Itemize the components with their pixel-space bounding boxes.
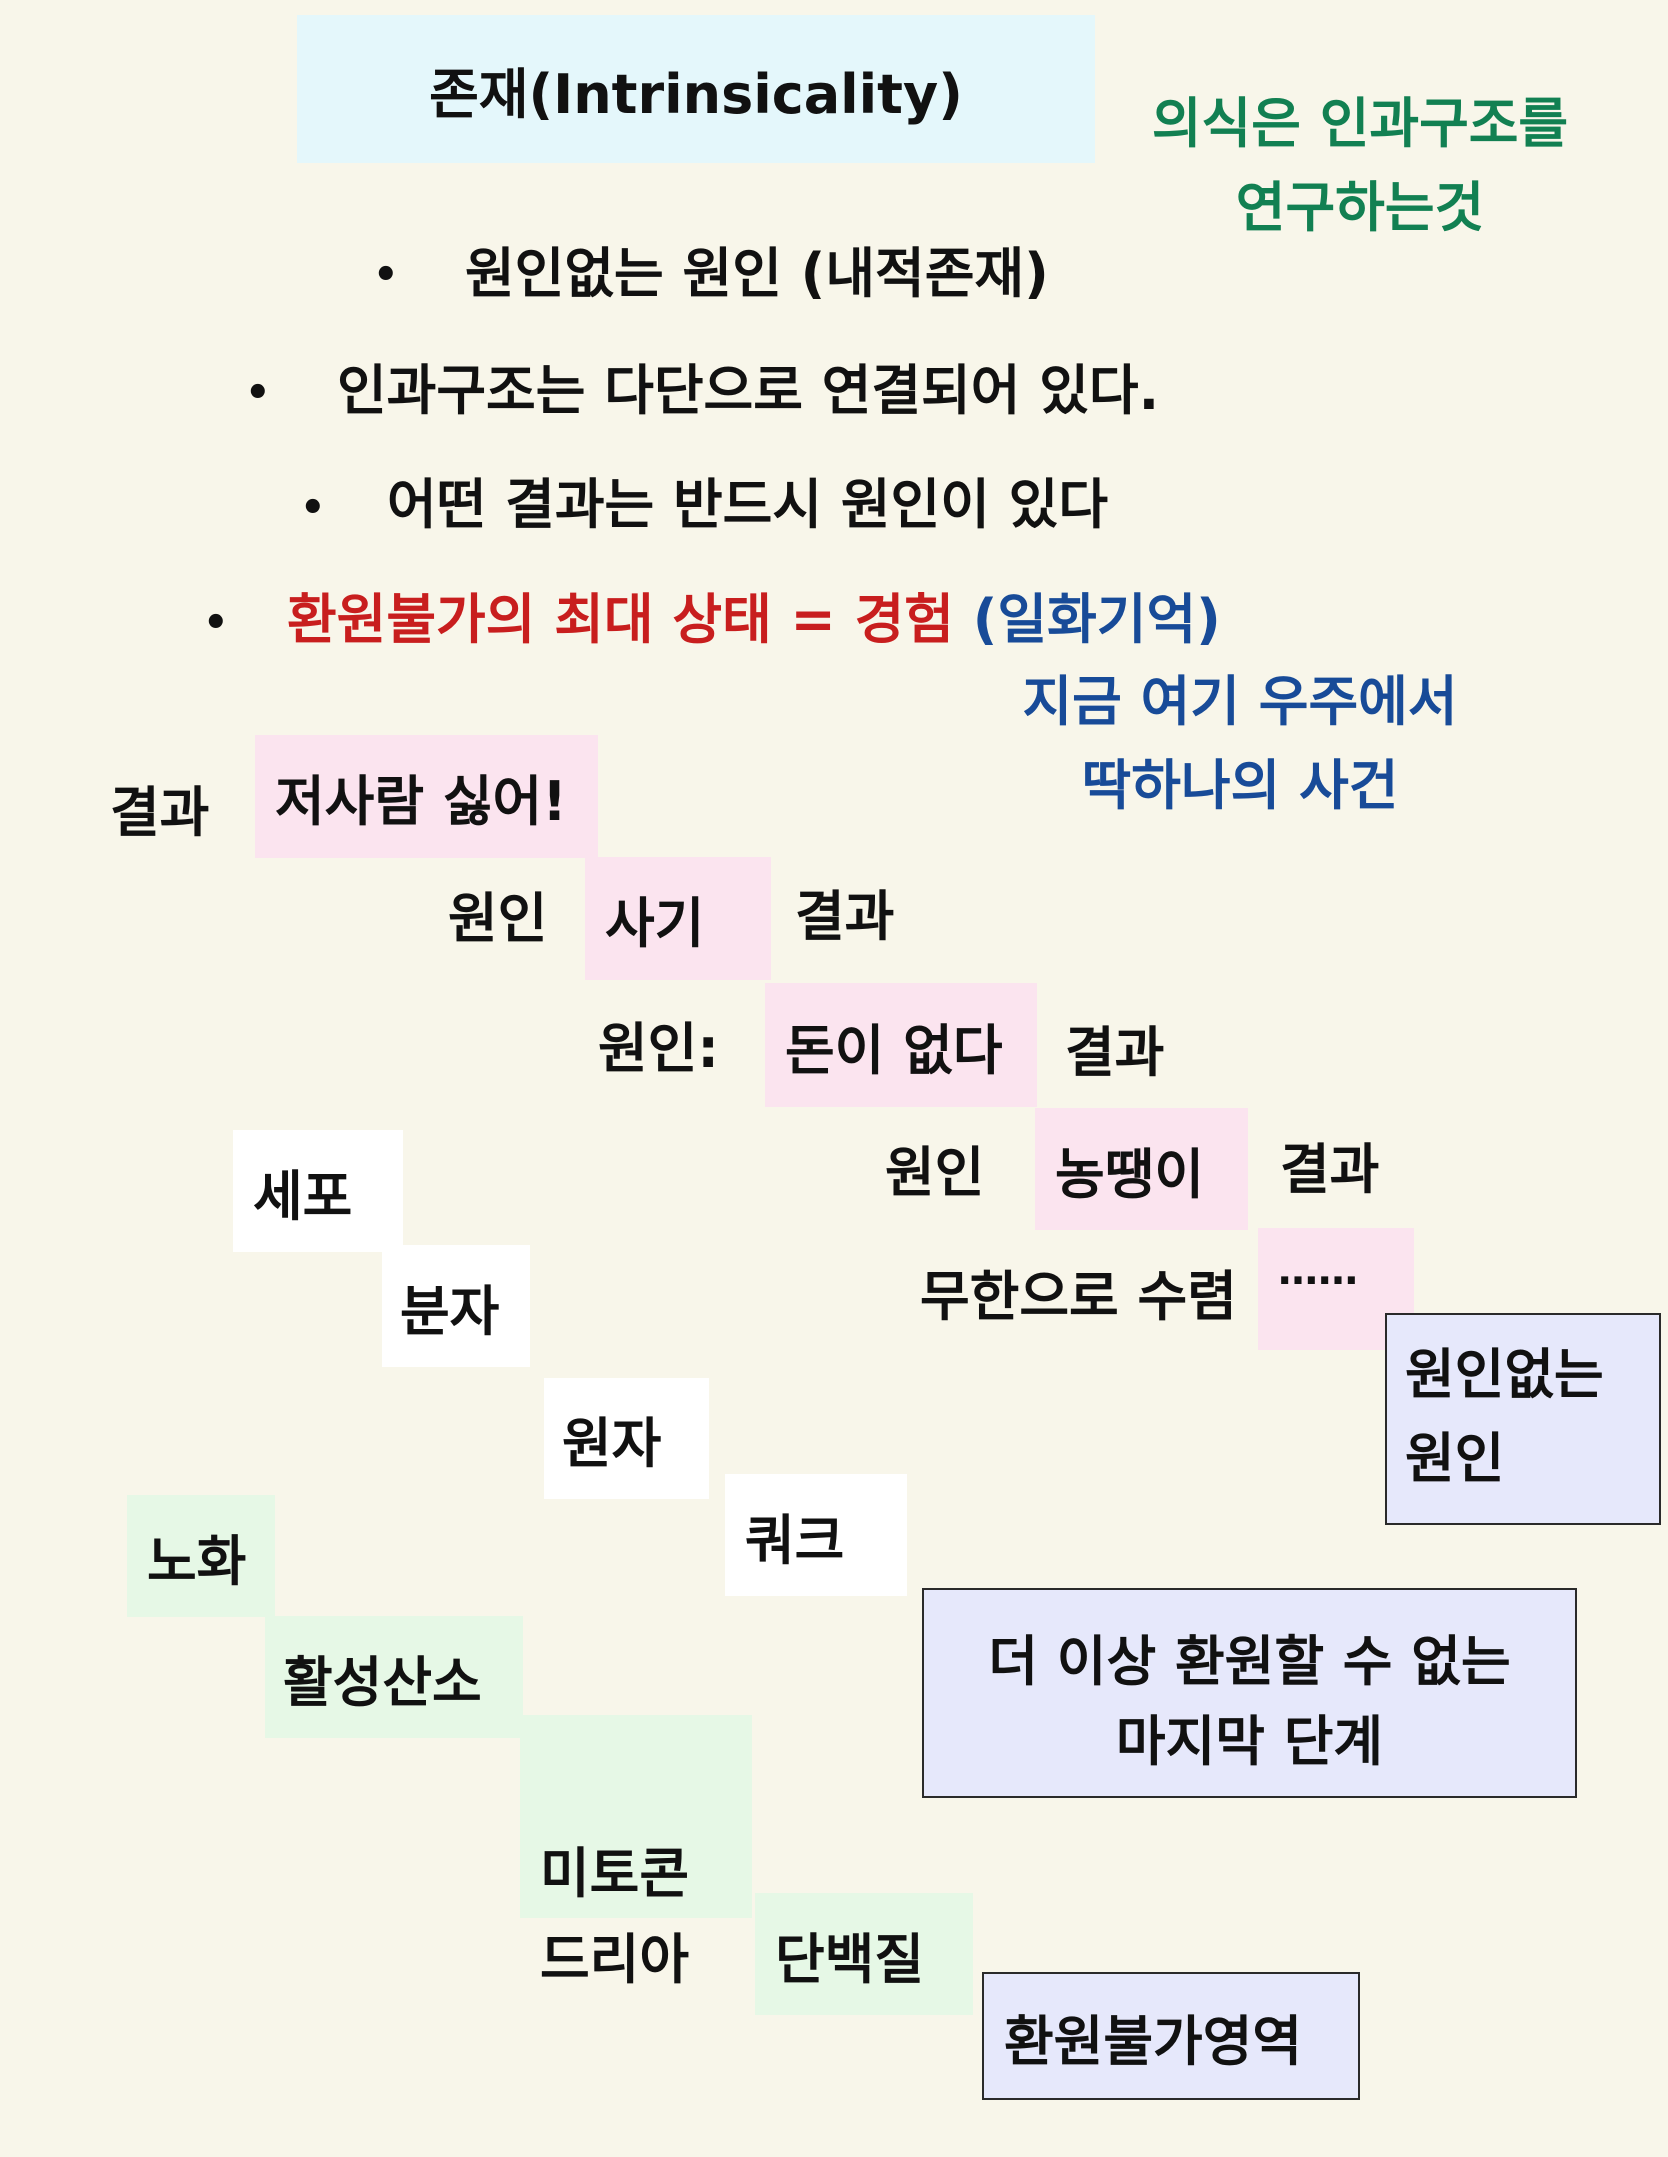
cause-step-fraud-text: 사기 bbox=[605, 892, 705, 955]
aging-step-protein-text: 단백질 bbox=[775, 1927, 925, 1991]
bullet-dot: • bbox=[203, 600, 229, 646]
bullet-dot: • bbox=[245, 370, 271, 416]
aging-step-mitochondria: 미토콘 드리아 bbox=[520, 1715, 752, 1991]
bullet-uncaused-cause: 원인없는 원인 (내적존재) bbox=[465, 242, 1049, 305]
result-label: 결과 bbox=[110, 781, 210, 844]
ellipsis-text: …… bbox=[1278, 1248, 1358, 1294]
event-note-line-2: 딱하나의 사건 bbox=[1081, 754, 1399, 817]
bullet-effect-has-cause: 어떤 결과는 반드시 원인이 있다 bbox=[387, 473, 1109, 536]
cause-step-slacking-text: 농땡이 bbox=[1055, 1142, 1205, 1206]
cause-step-dislike: 저사람 싫어! bbox=[255, 735, 598, 858]
experience-text: 환원불가의 최대 상태 = 경험 bbox=[287, 588, 954, 651]
converge-label: 무한으로 수렴 bbox=[920, 1265, 1237, 1328]
consciousness-note-line-1: 의식은 인과구조를 bbox=[1151, 92, 1569, 155]
aging-step-mitochondria-text: 미토콘 드리아 bbox=[540, 1842, 690, 1991]
reduction-step-quark: 쿼크 bbox=[725, 1474, 907, 1596]
reduction-step-cell: 세포 bbox=[233, 1130, 403, 1252]
event-note-line-1: 지금 여기 우주에서 bbox=[1022, 670, 1458, 733]
ellipsis-box: …… bbox=[1258, 1228, 1414, 1350]
page-title: 존재(Intrinsicality) bbox=[429, 62, 963, 126]
result-label: 결과 bbox=[795, 885, 895, 948]
final-stage-box: 더 이상 환원할 수 없는 마지막 단계 bbox=[922, 1588, 1577, 1798]
reduction-step-quark-text: 쿼크 bbox=[745, 1508, 845, 1572]
title-box: 존재(Intrinsicality) bbox=[297, 15, 1095, 163]
cause-step-no-money-text: 돈이 없다 bbox=[785, 1018, 1003, 1082]
result-label: 결과 bbox=[1280, 1138, 1380, 1201]
cause-label: 원인: bbox=[598, 1017, 719, 1080]
bullet-experience: 환원불가의 최대 상태 = 경험 (일화기억) bbox=[287, 593, 1221, 647]
consciousness-note: 의식은 인과구조를 연구하는것 bbox=[1125, 82, 1595, 250]
aging-step-aging: 노화 bbox=[127, 1495, 275, 1617]
reduction-step-atom: 원자 bbox=[544, 1378, 709, 1499]
cause-step-slacking: 농땡이 bbox=[1035, 1108, 1248, 1230]
result-label: 결과 bbox=[1065, 1021, 1165, 1084]
final-stage-line-1: 더 이상 환원할 수 없는 bbox=[988, 1630, 1511, 1693]
bullet-dot: • bbox=[300, 485, 326, 531]
aging-step-free-radical: 활성산소 bbox=[265, 1616, 523, 1738]
bullet-dot: • bbox=[373, 252, 399, 298]
reduction-step-molecule-text: 분자 bbox=[400, 1279, 500, 1343]
episodic-memory-text: (일화기억) bbox=[972, 588, 1221, 651]
consciousness-note-line-2: 연구하는것 bbox=[1235, 176, 1485, 239]
reduction-step-atom-text: 원자 bbox=[562, 1412, 662, 1475]
event-note: 지금 여기 우주에서 딱하나의 사건 bbox=[990, 660, 1490, 828]
final-stage-line-2: 마지막 단계 bbox=[1115, 1710, 1384, 1773]
cause-step-fraud: 사기 bbox=[585, 857, 771, 980]
cause-label: 원인 bbox=[448, 887, 548, 950]
irreducible-box: 환원불가영역 bbox=[982, 1972, 1360, 2100]
irreducible-box-text: 환원불가영역 bbox=[1004, 2009, 1303, 2073]
bullet-multi-level: 인과구조는 다단으로 연결되어 있다. bbox=[337, 359, 1160, 422]
cause-label: 원인 bbox=[885, 1141, 985, 1204]
reduction-step-cell-text: 세포 bbox=[253, 1164, 353, 1228]
uncaused-cause-line-1: 원인없는 bbox=[1405, 1343, 1604, 1406]
reduction-step-molecule: 분자 bbox=[382, 1245, 530, 1367]
aging-step-aging-text: 노화 bbox=[147, 1529, 247, 1593]
aging-step-protein: 단백질 bbox=[755, 1893, 973, 2015]
uncaused-cause-line-2: 원인 bbox=[1405, 1427, 1505, 1490]
cause-step-dislike-text: 저사람 싫어! bbox=[275, 770, 567, 833]
aging-step-free-radical-text: 활성산소 bbox=[283, 1650, 482, 1714]
cause-step-no-money: 돈이 없다 bbox=[765, 983, 1037, 1107]
uncaused-cause-box: 원인없는 원인 bbox=[1385, 1313, 1661, 1525]
